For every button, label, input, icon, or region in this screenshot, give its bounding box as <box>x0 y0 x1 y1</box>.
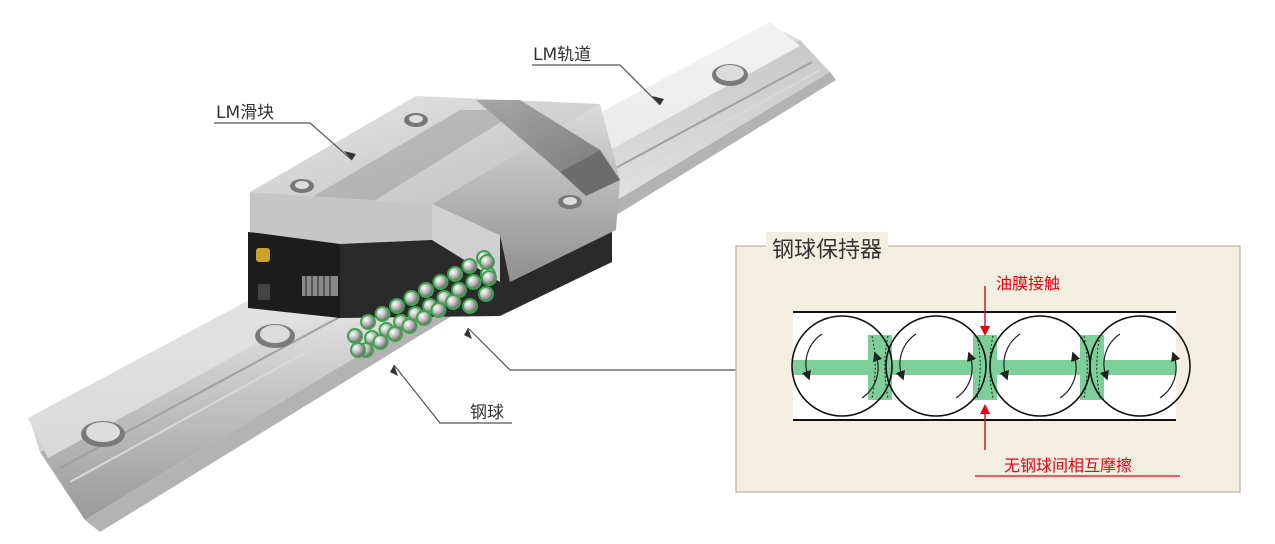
block-tapped-hole <box>290 179 314 193</box>
steel-ball <box>465 274 482 290</box>
steel-ball <box>360 314 376 330</box>
oil-film-line <box>1083 335 1088 399</box>
block-tapped-hole <box>404 113 428 127</box>
ball-retainer-inset <box>735 245 1241 493</box>
steel-ball <box>430 302 447 318</box>
no-ball-friction-note: 无钢球间相互摩擦 <box>1004 456 1133 475</box>
rotation-arrow-icon <box>1099 333 1121 381</box>
inset-title: 钢球保持器 <box>766 232 889 264</box>
rail-hole <box>81 421 125 447</box>
steel-ball <box>445 294 461 310</box>
steel-ball <box>418 282 434 298</box>
steel-ball <box>447 266 463 282</box>
oil-film-line <box>976 335 981 399</box>
contact-arrow <box>980 404 990 450</box>
rail-hole <box>255 324 295 348</box>
steel-ball <box>481 270 497 286</box>
leader-lines <box>214 64 736 424</box>
oil-film-contact-note: 油膜接触 <box>996 274 1061 293</box>
steel-ball <box>416 310 432 326</box>
ball-label: 钢球 <box>470 403 504 423</box>
leader-arrowheads <box>344 96 664 376</box>
rotation-arrow-icon <box>801 333 823 381</box>
steel-ball <box>432 274 449 290</box>
inset-ball <box>791 315 893 417</box>
steel-ball <box>478 286 494 302</box>
steel-ball <box>374 306 391 322</box>
rotation-arrow-icon <box>1159 351 1181 399</box>
steel-ball <box>387 326 403 342</box>
steel-ball <box>401 318 418 334</box>
contact-arrow <box>980 286 990 336</box>
steel-ball <box>372 334 389 350</box>
rotation-arrow-icon <box>895 333 917 381</box>
steel-ball <box>389 298 405 314</box>
rotation-arrow-icon <box>861 351 883 399</box>
seal-screw <box>302 276 338 296</box>
oil-film-line <box>884 335 889 399</box>
inset-ball <box>1089 315 1191 417</box>
oil-film-line <box>989 335 994 399</box>
lm-block <box>248 96 620 318</box>
steel-ball <box>462 298 478 314</box>
oil-film-line <box>1096 335 1101 399</box>
steel-ball <box>461 258 478 274</box>
block-label: LM滑块 <box>216 103 275 123</box>
rotation-arrow-icon <box>955 351 977 399</box>
steel-ball <box>350 342 366 358</box>
steel-ball <box>347 328 363 344</box>
rotation-arrow-icon <box>999 333 1021 381</box>
rotation-arrow-icon <box>1059 351 1081 399</box>
steel-ball-chain <box>347 250 497 358</box>
rail-hole <box>712 64 748 86</box>
block-tapped-hole <box>558 195 582 209</box>
steel-ball <box>479 254 495 270</box>
oil-film-line <box>871 335 876 399</box>
rail-label: LM轨道 <box>533 45 592 65</box>
inset-ball <box>885 315 987 417</box>
steel-ball <box>403 290 420 306</box>
